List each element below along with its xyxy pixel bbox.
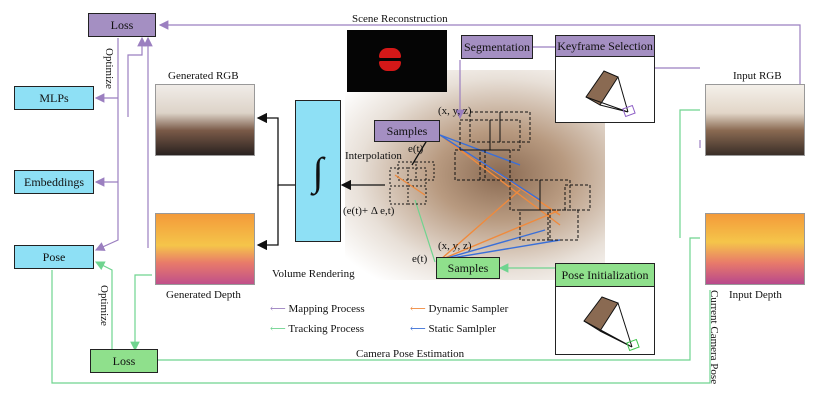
optimize-bottom-label: Optimize [98, 285, 110, 326]
pose-box: Pose [14, 245, 94, 269]
current-camera-pose-label: Current Camera Pose [708, 290, 720, 385]
pose-initialization-box: Pose Initialization [555, 263, 655, 287]
optimize-top-label: Optimize [103, 48, 115, 89]
keyframe-selection-panel: Keyframe Selection [555, 35, 655, 123]
legend-item-mapping: ⟵ Mapping Process [270, 303, 365, 315]
xyz-top-label: (x, y, z) [438, 105, 472, 117]
input-rgb-image [705, 84, 805, 156]
volume-rendering-box: ∫ [295, 100, 341, 242]
embeddings-box: Embeddings [14, 170, 94, 194]
generated-rgb-label: Generated RGB [168, 70, 239, 82]
input-rgb-label: Input RGB [733, 70, 782, 82]
samples-top-box: Samples [374, 120, 440, 142]
legend-item-tracking: ⟵ Tracking Process [270, 323, 365, 335]
pose-initialization-panel: Pose Initialization [555, 263, 655, 355]
et-delta-label: (e(t)+ Δ e,t) [343, 205, 395, 217]
generated-depth-label: Generated Depth [166, 289, 241, 301]
input-depth-label: Input Depth [729, 289, 782, 301]
legend-item-static: ⟵ Static Samlpler [410, 323, 497, 335]
loss-top-box: Loss [88, 13, 156, 37]
generated-rgb-image [155, 84, 255, 156]
camera-frustum-icon [585, 70, 636, 118]
legend: ⟵ Mapping Process ⟵ Dynamic Sampler ⟵ Tr… [270, 302, 530, 338]
scene-reconstruction-label: Scene Reconstruction [352, 13, 448, 25]
interpolation-label: Interpolation [345, 150, 402, 162]
segmentation-mask-image [347, 30, 447, 92]
camera-pose-estimation-label: Camera Pose Estimation [356, 348, 465, 360]
camera-frustum-icon [583, 296, 640, 352]
keyframe-selection-box: Keyframe Selection [555, 35, 655, 57]
loss-bottom-box: Loss [90, 349, 158, 373]
legend-item-dynamic: ⟵ Dynamic Sampler [410, 303, 509, 315]
generated-depth-image [155, 213, 255, 285]
mlps-box: MLPs [14, 86, 94, 110]
volume-rendering-label: Volume Rendering [272, 268, 355, 280]
segmentation-box: Segmentation [461, 35, 533, 59]
samples-bottom-box: Samples [436, 257, 500, 279]
et-top-label: e(t) [408, 143, 424, 155]
input-depth-image [705, 213, 805, 285]
et-mid-label: e(t) [412, 253, 428, 265]
interpolation-cube [389, 161, 435, 205]
xyz-bottom-label: (x, y, z) [438, 240, 472, 252]
